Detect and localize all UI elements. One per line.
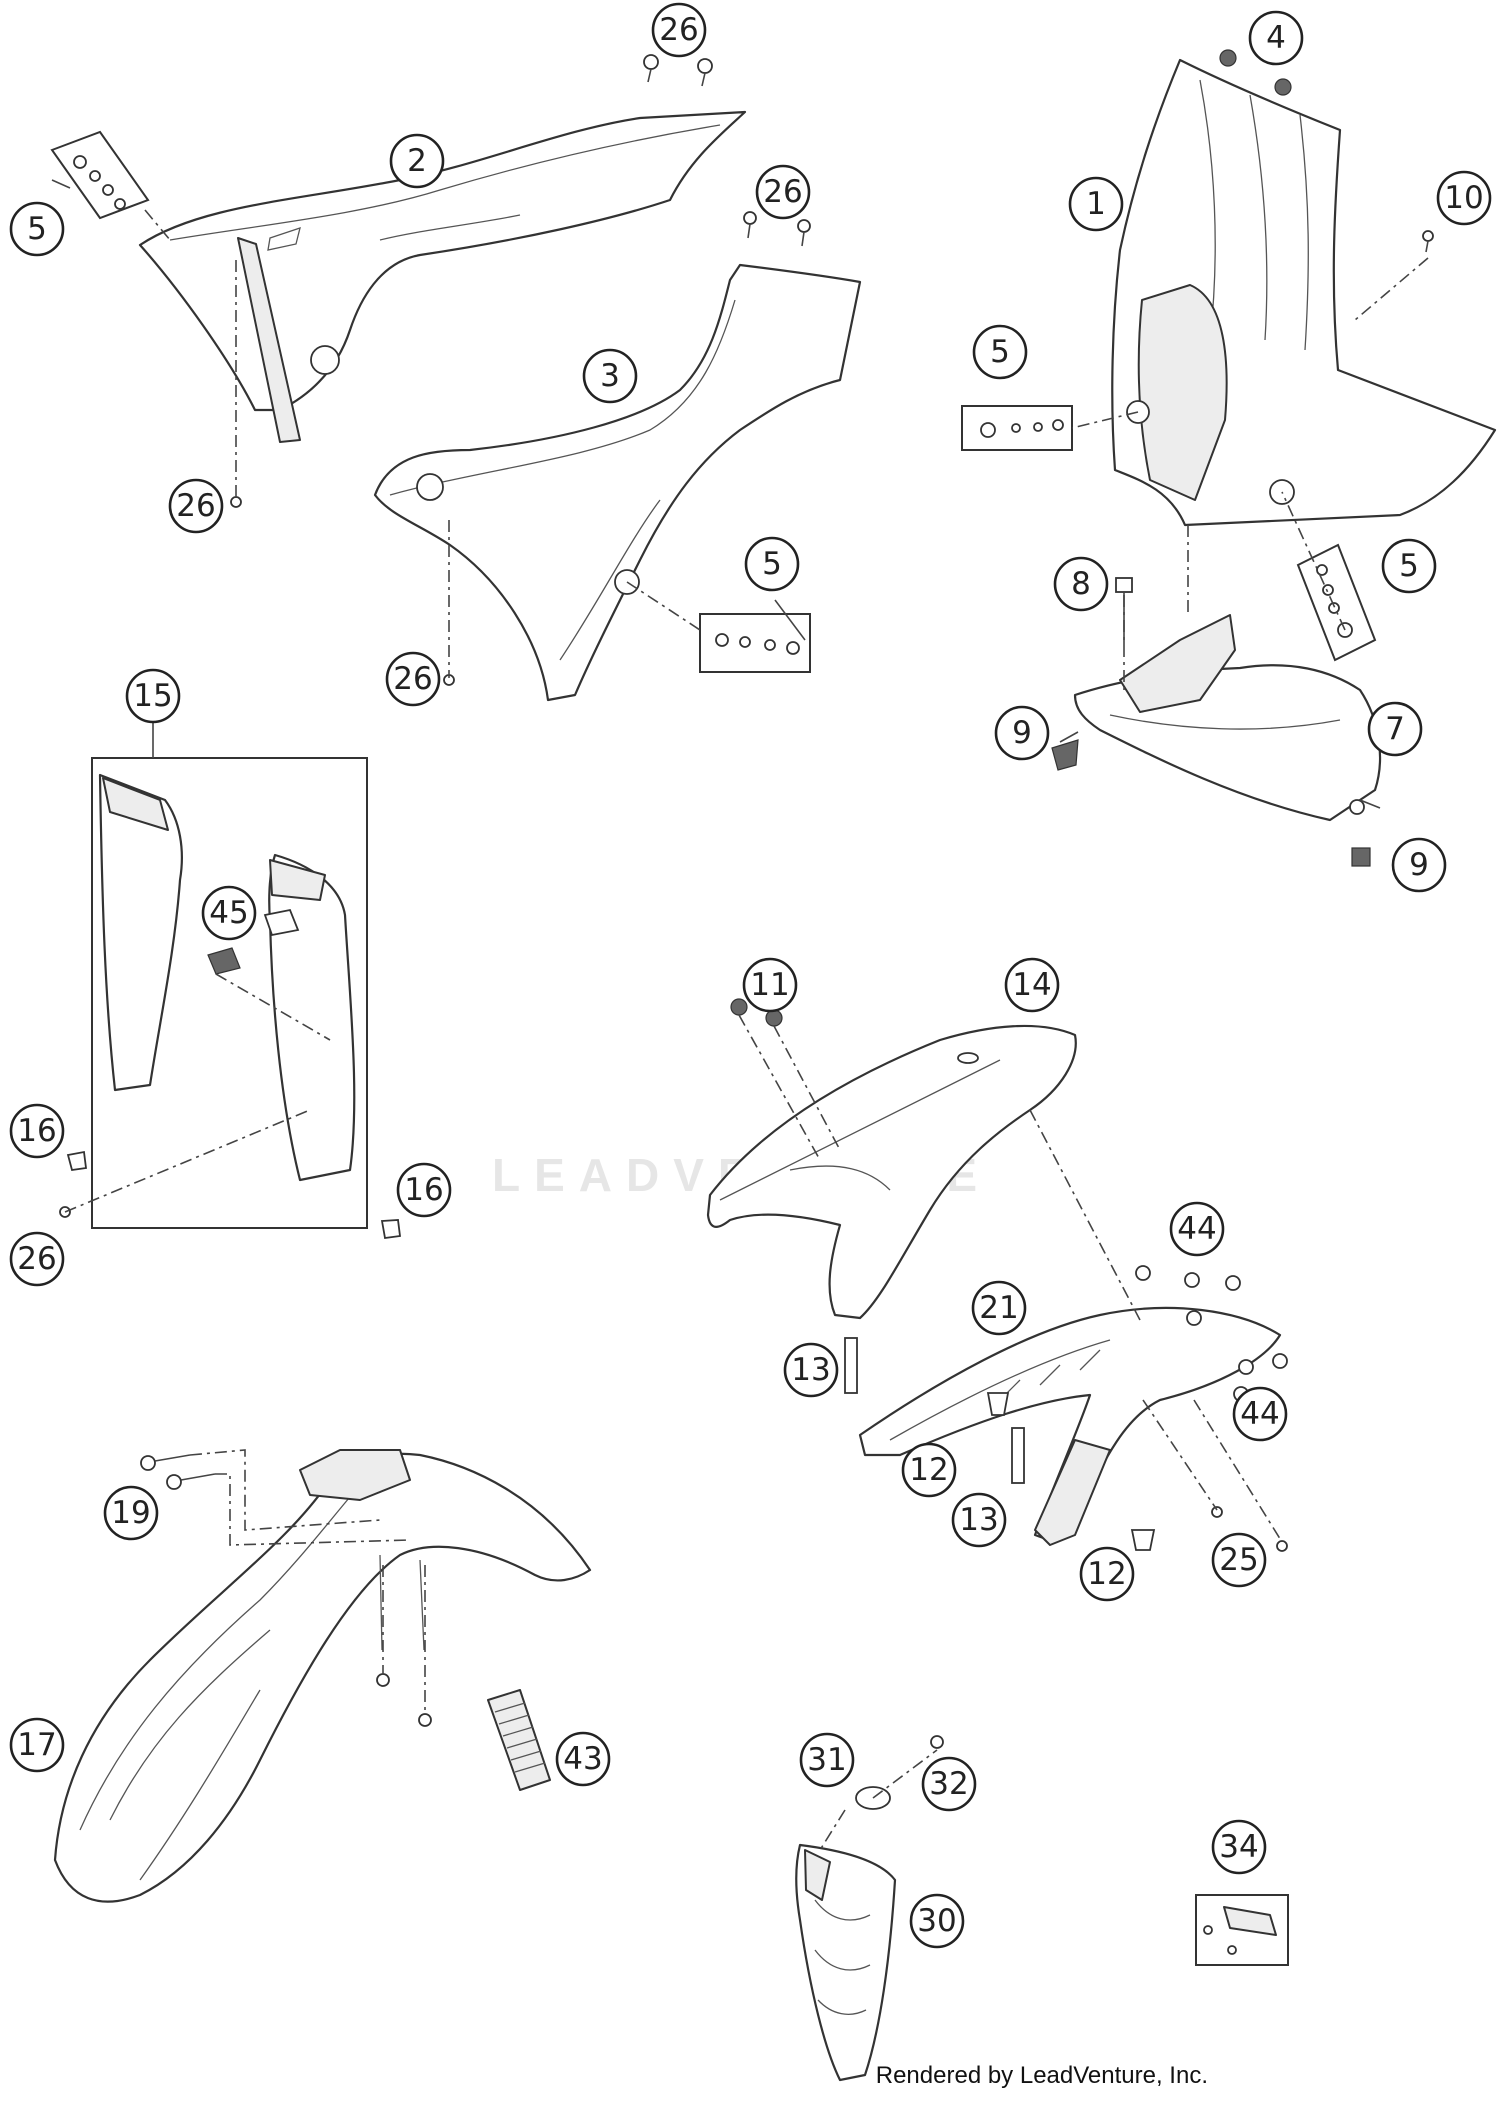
svg-text:11: 11: [750, 967, 789, 1003]
bolt-set-5d: [1296, 543, 1377, 662]
svg-text:17: 17: [17, 1727, 56, 1763]
svg-text:26: 26: [393, 661, 432, 697]
callout-44a[interactable]: 44: [1169, 1201, 1225, 1257]
callout-31[interactable]: 31: [799, 1732, 855, 1788]
callout-26c[interactable]: 26: [168, 478, 224, 534]
svg-text:9: 9: [1409, 847, 1429, 883]
bolt-set-5b: [961, 405, 1073, 451]
svg-text:2: 2: [407, 143, 427, 179]
svg-text:5: 5: [1399, 548, 1419, 584]
part-fender-upper[interactable]: [706, 1024, 1077, 1320]
part-side-panel-center[interactable]: [373, 263, 862, 702]
svg-text:25: 25: [1219, 1542, 1258, 1578]
svg-text:30: 30: [917, 1903, 956, 1939]
part-front-number-plate[interactable]: [1111, 58, 1497, 527]
bolt-set-5c: [699, 613, 811, 673]
callout-15[interactable]: 15: [125, 668, 181, 724]
svg-text:19: 19: [111, 1495, 150, 1531]
svg-text:7: 7: [1385, 711, 1405, 747]
callout-25[interactable]: 25: [1211, 1532, 1267, 1588]
svg-text:5: 5: [27, 211, 47, 247]
svg-text:34: 34: [1219, 1829, 1258, 1865]
callout-26e[interactable]: 26: [9, 1231, 65, 1287]
callout-14[interactable]: 14: [1004, 957, 1060, 1013]
callout-30[interactable]: 30: [909, 1893, 965, 1949]
callout-21[interactable]: 21: [971, 1280, 1027, 1336]
svg-text:10: 10: [1444, 180, 1483, 216]
callout-44b[interactable]: 44: [1232, 1386, 1288, 1442]
callout-13a[interactable]: 13: [783, 1342, 839, 1398]
callout-2[interactable]: 2: [389, 133, 445, 189]
callout-5c[interactable]: 5: [744, 536, 800, 592]
callout-43[interactable]: 43: [555, 1731, 611, 1787]
svg-text:31: 31: [807, 1742, 846, 1778]
callout-9a[interactable]: 9: [994, 705, 1050, 761]
callout-12b[interactable]: 12: [1079, 1546, 1135, 1602]
svg-text:14: 14: [1012, 967, 1051, 1003]
part-fork-guards[interactable]: [91, 757, 368, 1229]
bolt-set-5a: [50, 130, 150, 220]
svg-text:21: 21: [979, 1290, 1018, 1326]
svg-text:12: 12: [909, 1452, 948, 1488]
svg-text:26: 26: [659, 12, 698, 48]
part-small-plate[interactable]: [1195, 1894, 1289, 1966]
callout-26a[interactable]: 26: [651, 2, 707, 58]
svg-text:3: 3: [600, 358, 620, 394]
svg-text:9: 9: [1012, 715, 1032, 751]
callout-5d[interactable]: 5: [1381, 538, 1437, 594]
callout-34[interactable]: 34: [1211, 1819, 1267, 1875]
callout-13b[interactable]: 13: [951, 1492, 1007, 1548]
callout-9b[interactable]: 9: [1391, 837, 1447, 893]
callout-26b[interactable]: 26: [755, 164, 811, 220]
part-side-panel-left[interactable]: [138, 110, 747, 443]
callout-10[interactable]: 10: [1436, 170, 1492, 226]
callout-32[interactable]: 32: [921, 1756, 977, 1812]
svg-text:13: 13: [791, 1352, 830, 1388]
svg-text:15: 15: [133, 678, 172, 714]
callout-45[interactable]: 45: [201, 885, 257, 941]
part-fender-bracket[interactable]: [858, 1306, 1282, 1546]
svg-text:44: 44: [1240, 1396, 1279, 1432]
svg-text:4: 4: [1266, 20, 1286, 56]
callout-4[interactable]: 4: [1248, 10, 1304, 66]
callout-8[interactable]: 8: [1053, 556, 1109, 612]
callout-16b[interactable]: 16: [396, 1162, 452, 1218]
svg-text:16: 16: [17, 1113, 56, 1149]
svg-text:26: 26: [763, 174, 802, 210]
svg-text:26: 26: [17, 1241, 56, 1277]
footer-credit: Rendered by LeadVenture, Inc.: [875, 2062, 1208, 2089]
callout-19[interactable]: 19: [103, 1485, 159, 1541]
callouts: 1 2 3 4 5 5 5 5 7 8 9 9 10 11 12 12 13 1…: [9, 2, 1492, 1949]
svg-text:44: 44: [1177, 1211, 1216, 1247]
callout-3[interactable]: 3: [582, 348, 638, 404]
callout-11[interactable]: 11: [742, 957, 798, 1013]
svg-text:13: 13: [959, 1502, 998, 1538]
callout-26d[interactable]: 26: [385, 651, 441, 707]
svg-text:45: 45: [209, 895, 248, 931]
callout-5b[interactable]: 5: [972, 324, 1028, 380]
callout-12a[interactable]: 12: [901, 1442, 957, 1498]
part-lower-plate[interactable]: [1073, 614, 1382, 822]
callout-7[interactable]: 7: [1367, 701, 1423, 757]
callout-17[interactable]: 17: [9, 1717, 65, 1773]
svg-text:5: 5: [990, 334, 1010, 370]
svg-text:5: 5: [762, 546, 782, 582]
callout-16a[interactable]: 16: [9, 1103, 65, 1159]
part-sticker[interactable]: [487, 1689, 551, 1791]
svg-text:1: 1: [1086, 186, 1106, 222]
callout-5a[interactable]: 5: [9, 201, 65, 257]
svg-text:12: 12: [1087, 1556, 1126, 1592]
leader-lines: [51, 179, 1429, 1851]
svg-text:32: 32: [929, 1766, 968, 1802]
svg-text:16: 16: [404, 1172, 443, 1208]
svg-text:26: 26: [176, 488, 215, 524]
part-front-fender[interactable]: [53, 1449, 592, 1903]
svg-text:8: 8: [1071, 566, 1091, 602]
part-fork-guard-small[interactable]: [795, 1843, 897, 2082]
svg-text:43: 43: [563, 1741, 602, 1777]
callout-1[interactable]: 1: [1068, 176, 1124, 232]
